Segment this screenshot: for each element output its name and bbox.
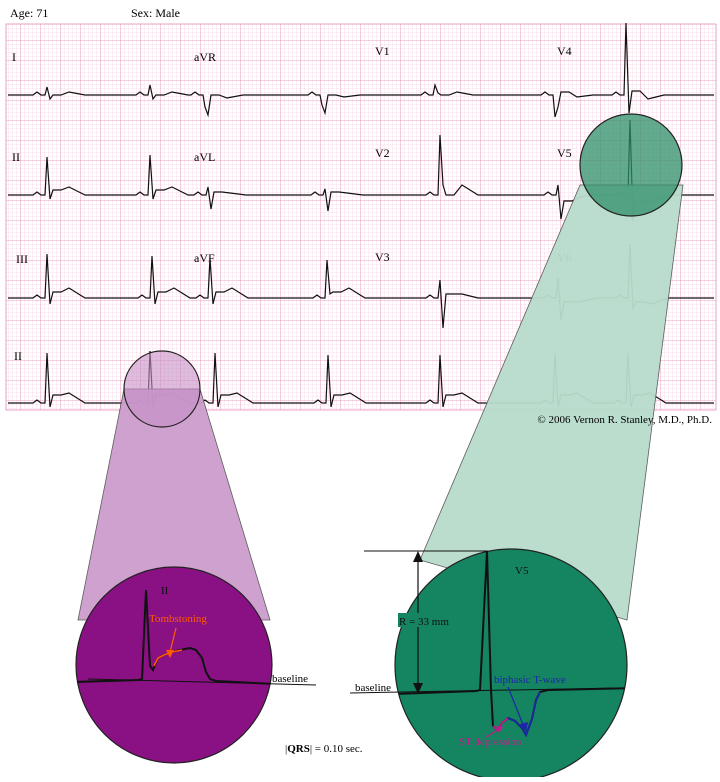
biphasic-t-highlight [507, 691, 541, 738]
st-arrowhead [496, 726, 503, 733]
v5-source-circle [579, 113, 683, 217]
lead-label-II: II [12, 150, 20, 164]
lead-label-V1: V1 [375, 44, 390, 58]
lead-label-V2: V2 [375, 146, 390, 160]
right-zoom-lead-label: V5 [515, 565, 529, 577]
r-arrowhead-bottom [413, 683, 423, 694]
trace-row-1 [8, 22, 714, 118]
lead-label-V3: V3 [375, 250, 390, 264]
qrs-suffix: | = 0.10 sec. [310, 743, 363, 755]
tombstoning-highlight [153, 649, 183, 667]
qrs-duration: |QRS| = 0.10 sec. [285, 743, 363, 755]
st-arrow [485, 728, 500, 738]
lead-II-source-circle [123, 350, 201, 428]
copyright-text: © 2006 Vernon R. Stanley, M.D., Ph.D. [537, 414, 712, 426]
left-baseline-label: baseline [272, 673, 308, 685]
tombstoning-label: Tombstoning [149, 613, 207, 625]
qrs-prefix: | [285, 743, 287, 755]
lead-label-aVF: aVF [194, 251, 215, 265]
lead-label-II-rhythm: II [14, 349, 22, 363]
purple-zoom-circle [75, 566, 273, 764]
r-arrowhead-top [413, 551, 423, 562]
r-height-label: R = 33 mm [399, 616, 449, 628]
biphasic-t-label: biphasic T-wave [494, 674, 566, 686]
lead-label-aVL: aVL [194, 150, 215, 164]
lead-label-aVR: aVR [194, 50, 216, 64]
lead-label-I: I [12, 50, 16, 64]
right-baseline-label: baseline [355, 682, 391, 694]
biphasic-arrow [507, 686, 525, 728]
biphasic-arrowhead [520, 722, 528, 732]
sex-label: Sex: Male [131, 6, 180, 20]
r-label-bg [398, 613, 458, 627]
lead-labels: I aVR V1 V4 II aVL V2 V5 III aVF V3 V6 I… [12, 44, 572, 363]
st-depression-label: ST depression [459, 736, 522, 748]
tombstoning-arrowhead [166, 650, 174, 658]
left-zoom-lead-label: II [161, 585, 169, 597]
tombstoning-arrow [169, 627, 177, 653]
right-baseline [349, 687, 621, 694]
qrs-bold: QRS [287, 743, 310, 755]
lead-label-V5: V5 [557, 146, 572, 160]
lead-label-V4: V4 [557, 44, 572, 58]
left-baseline [87, 678, 317, 686]
lead-label-III: III [16, 252, 28, 266]
age-label: Age: 71 [10, 6, 48, 20]
